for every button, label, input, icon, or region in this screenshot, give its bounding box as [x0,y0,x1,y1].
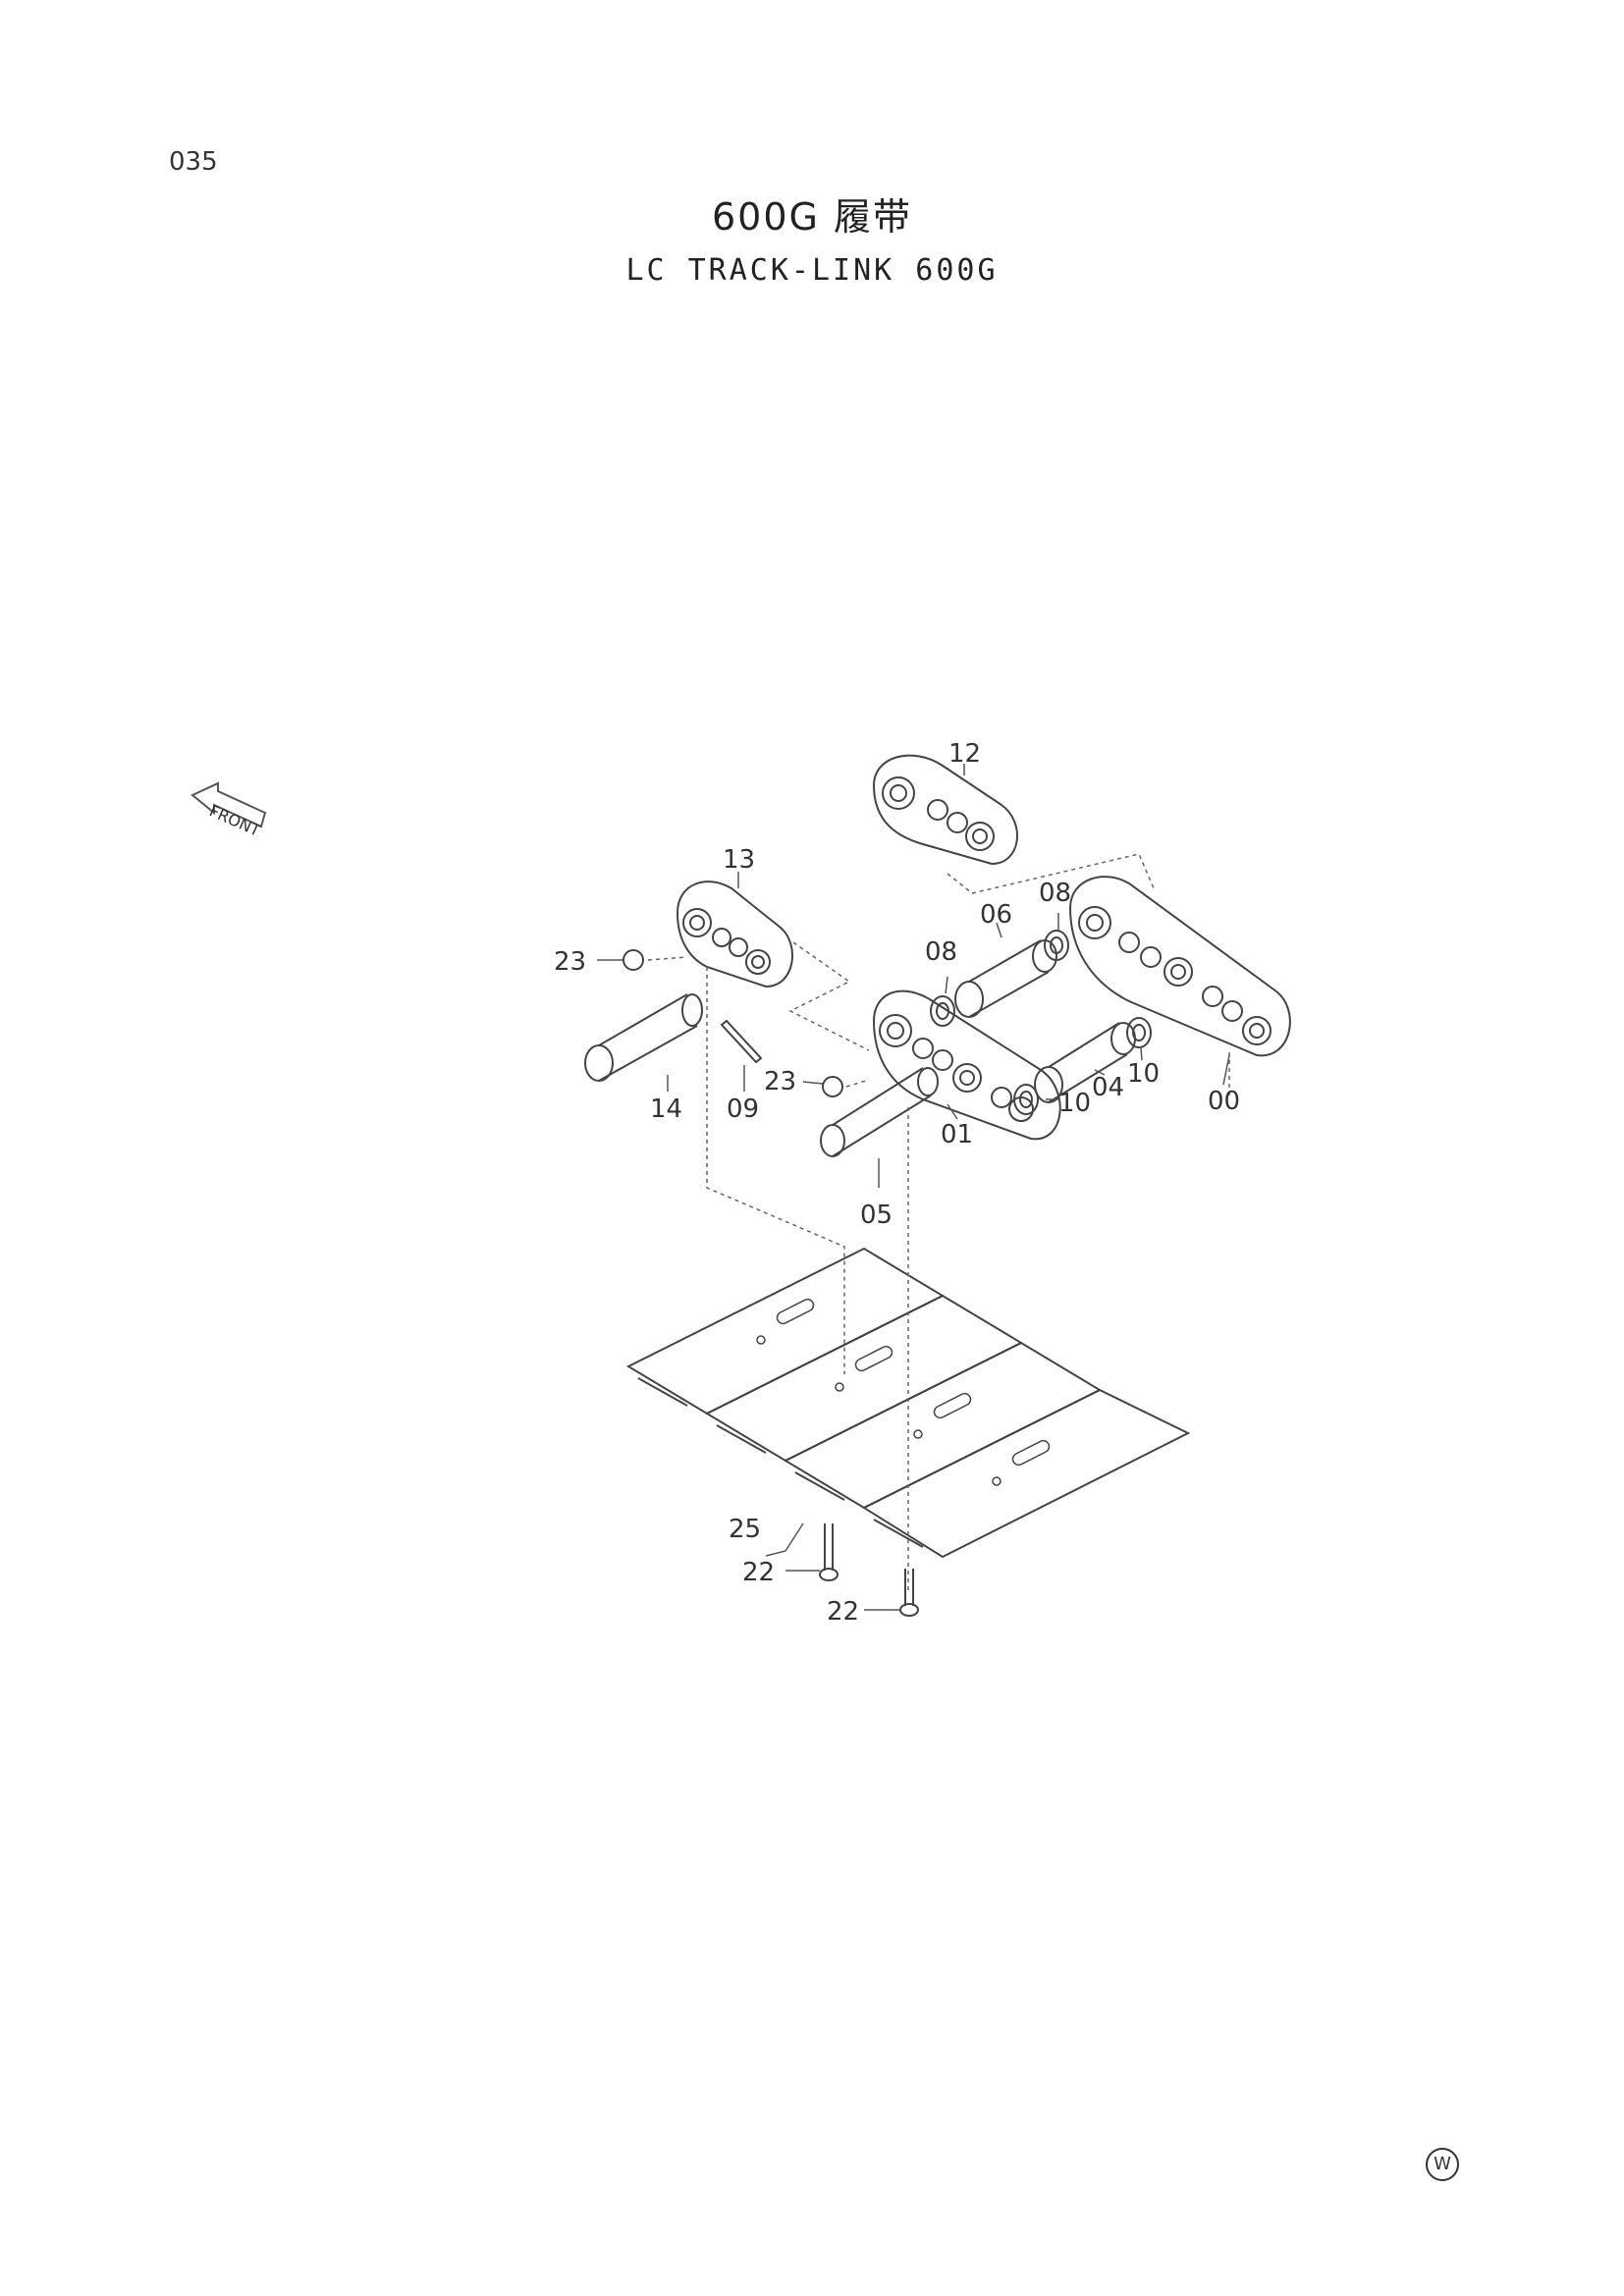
callout-22-lower: 22 [827,1597,859,1627]
part-13-link [676,881,793,988]
callout-13: 13 [723,845,755,875]
callout-10-right: 10 [1127,1059,1160,1089]
assembly-dashed-lines [647,853,1230,1590]
part-23-nuts [623,949,843,1097]
part-00-link [1068,876,1291,1057]
leader-lines [597,764,1230,1611]
seal-rings [930,930,1152,1115]
callout-08-left: 08 [925,937,957,967]
part-05-bushing [820,1067,939,1157]
callout-25: 25 [729,1515,761,1544]
page-number: 035 [169,147,218,177]
callout-01: 01 [941,1120,973,1149]
callout-08-right: 08 [1039,879,1071,908]
part-14-pin [584,993,703,1082]
part-25-shoe-plates [625,1247,1191,1559]
title-english: LC TRACK-LINK 600G [625,253,999,288]
part-22-bolts [819,1523,919,1617]
part-01-link [872,989,1061,1141]
corner-mark-icon: W [1426,2148,1459,2181]
part-09-cotter [720,1019,763,1064]
part-06-bushing [954,939,1057,1018]
callout-22-upper: 22 [742,1558,775,1587]
callout-00: 00 [1208,1087,1240,1116]
callout-06: 06 [980,900,1012,930]
front-arrow-icon [190,781,267,828]
callout-09: 09 [727,1095,759,1124]
callout-23-left: 23 [554,947,586,977]
callout-23-center: 23 [764,1067,796,1096]
callout-12: 12 [948,739,981,769]
callout-labels: 12 13 08 06 08 00 10 04 10 01 05 14 09 2… [206,739,1240,1627]
title-chinese: 600G 履带 [711,195,913,239]
part-12-link [872,754,1018,866]
callout-14: 14 [650,1095,682,1124]
callout-10-left: 10 [1058,1089,1091,1118]
callout-04: 04 [1092,1073,1124,1102]
callout-05: 05 [860,1201,893,1230]
